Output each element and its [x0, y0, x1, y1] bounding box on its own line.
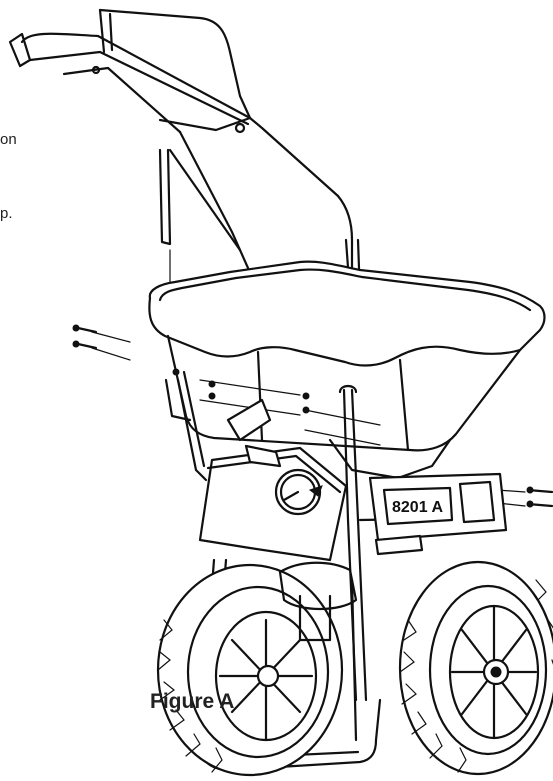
figure-label: Figure A	[150, 690, 235, 713]
spinner-assembly	[278, 561, 358, 642]
handle-assembly	[8, 8, 362, 298]
control-panel	[198, 398, 348, 562]
model-decal: 8201 A	[392, 499, 443, 516]
hopper	[148, 260, 546, 480]
mounting-bolts	[72, 324, 553, 508]
text-fragment-2: p.	[0, 205, 13, 222]
text-fragment-1: on	[0, 131, 17, 148]
right-wheel	[398, 560, 553, 776]
left-wheel	[156, 563, 344, 777]
gear-box	[368, 472, 508, 556]
rate-dial	[274, 468, 323, 516]
